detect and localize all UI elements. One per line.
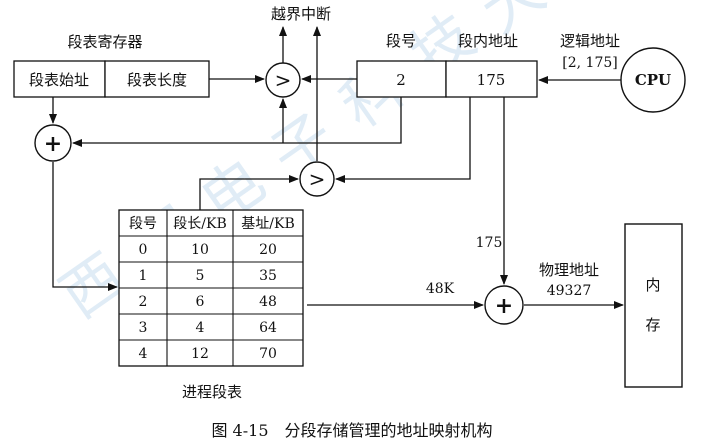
segment-table-cell: 1 [139, 268, 148, 284]
memory-label-2: 存 [645, 316, 660, 334]
segment-table-header: 段号 [129, 216, 157, 232]
segno-to-adder-arrow [72, 97, 402, 147]
segment-table-header: 段长/KB [173, 216, 226, 232]
compare-symbol: > [309, 167, 326, 191]
offset-line-label: 175 [476, 235, 503, 251]
process-segment-table: 段号段长/KB 基址/KB 0 10 20 1 5 35 2 6 48 3 4 64 4 12 70 [118, 209, 304, 367]
cpu-node: CPU [620, 47, 686, 113]
segment-table-cell: 20 [259, 242, 277, 258]
offset-comparator: > [299, 161, 335, 197]
segment-table-cell: 70 [259, 346, 277, 362]
seg-no-header: 段号 [386, 32, 416, 50]
table-length-to-comparator-arrow [199, 175, 299, 210]
seg-start-field: 段表始址 [29, 71, 89, 89]
plus-symbol: + [44, 131, 62, 157]
segment-table-header: 基址/KB [241, 215, 294, 232]
segment-table-cell: 64 [259, 320, 277, 336]
physical-address-adder: + [484, 285, 524, 325]
seg-table-register: 段表始址 段表长度 [13, 60, 210, 98]
segment-table-cell: 3 [139, 320, 148, 336]
logical-address-register: 2 175 [356, 60, 538, 98]
plus-symbol: + [495, 293, 513, 319]
overflow-interrupt-label: 越界中断 [271, 5, 331, 23]
segment-table-cell: 35 [259, 268, 277, 284]
offset-header: 段内地址 [458, 32, 518, 50]
memory-block: 内 存 [624, 223, 683, 388]
physical-address-value: 49327 [547, 283, 592, 299]
seg-no-value: 2 [396, 71, 406, 89]
segment-table-cell: 4 [139, 346, 148, 362]
seg-reg-title: 段表寄存器 [67, 33, 142, 51]
segment-table-cell: 12 [191, 346, 209, 362]
segment-table-cell: 4 [196, 320, 205, 336]
segment-table-cell: 10 [191, 242, 209, 258]
segment-table-caption: 进程段表 [182, 383, 242, 401]
memory-label-1: 内 [645, 276, 660, 294]
offset-to-comparator-arrow [335, 97, 471, 183]
adder-to-table-arrow [52, 162, 118, 291]
seg-length-field: 段表长度 [127, 71, 187, 89]
base-line-label: 48K [426, 281, 455, 297]
physical-address-label: 物理地址 [539, 261, 599, 279]
cpu-label: CPU [635, 71, 671, 89]
table-address-adder: + [34, 124, 72, 162]
compare-symbol: > [275, 68, 292, 92]
segment-table-cell: 5 [196, 268, 205, 284]
segment-table-cell: 48 [259, 294, 277, 310]
figure-caption: 图 4-15 分段存储管理的地址映射机构 [211, 421, 492, 440]
segment-table-cell: 0 [139, 242, 148, 258]
logical-address-label: 逻辑地址 [560, 32, 620, 50]
offset-value: 175 [477, 71, 506, 89]
segment-table-cell: 2 [139, 294, 148, 310]
segment-table-cell: 6 [196, 294, 205, 310]
logical-address-value: [2, 175] [562, 55, 617, 71]
connectors [49, 26, 624, 309]
length-comparator: > [265, 62, 301, 98]
